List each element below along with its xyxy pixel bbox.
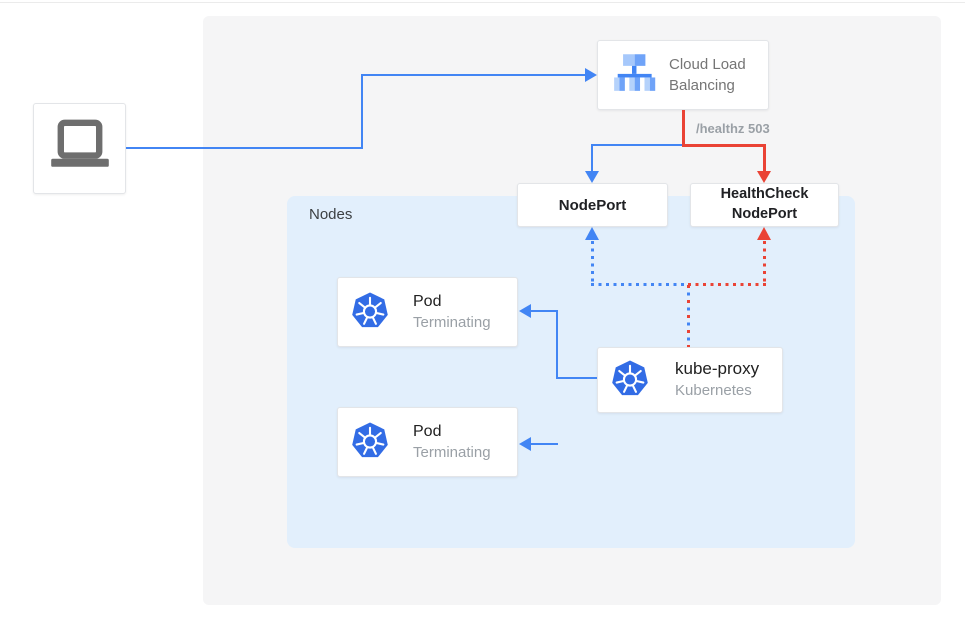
- pod-node-1: Pod Terminating: [337, 277, 518, 347]
- pod-status: Terminating: [413, 443, 491, 461]
- edge-dotted-blue-v: [591, 241, 594, 285]
- kubernetes-icon: [611, 359, 649, 402]
- kubernetes-icon: [351, 421, 389, 464]
- pod-node-2: Pod Terminating: [337, 407, 518, 477]
- page-top-border: [0, 2, 965, 3]
- laptop-icon: [48, 117, 112, 180]
- edge-junction-to-nodeport-h: [591, 144, 683, 146]
- arrowhead-into-nodeport-top: [585, 171, 599, 183]
- kubernetes-icon: [351, 291, 389, 334]
- edge-junction-to-healthcheck-h: [682, 144, 766, 147]
- edge-kubeproxy-pods-v: [556, 310, 558, 379]
- edge-junction-to-healthcheck-v: [763, 144, 766, 171]
- cloud-load-balancing-node: Cloud Load Balancing: [597, 40, 769, 110]
- edge-dotted-red-h: [688, 283, 766, 286]
- edge-junction-to-nodeport-v: [591, 144, 593, 171]
- edge-dotted-red-v: [763, 241, 766, 285]
- arrowhead-into-healthcheck-top: [757, 171, 771, 183]
- edge-to-pod1-h: [531, 310, 558, 312]
- cloud-load-balancing-label: Cloud Load Balancing: [669, 56, 746, 94]
- kube-proxy-title: kube-proxy: [675, 359, 760, 379]
- arrowhead-into-nodeport-bottom: [585, 227, 599, 240]
- edge-client-to-clb-h1: [126, 147, 363, 149]
- load-balancer-icon: [607, 48, 657, 103]
- pod-status: Terminating: [413, 313, 491, 331]
- nodeport-node: NodePort: [517, 183, 668, 227]
- arrowhead-into-healthcheck-bottom: [757, 227, 771, 240]
- kube-proxy-node: kube-proxy Kubernetes: [597, 347, 783, 413]
- pod-title: Pod: [413, 293, 442, 311]
- edge-kubeproxy-out-h: [556, 377, 597, 379]
- nodes-group-label: Nodes: [309, 206, 353, 223]
- kube-proxy-subtitle: Kubernetes: [675, 382, 752, 400]
- edge-client-to-clb-v: [361, 75, 363, 149]
- edge-dotted-blue-h: [591, 283, 688, 286]
- edge-client-to-clb-h2: [361, 74, 585, 76]
- client-node: [33, 103, 126, 194]
- pod-title: Pod: [413, 423, 442, 441]
- edge-clb-healthcheck-v: [682, 110, 685, 146]
- arrowhead-into-pod2: [519, 437, 531, 451]
- healthz-status-label: /healthz 503: [696, 121, 770, 136]
- healthcheck-nodeport-node: HealthCheck NodePort: [690, 183, 839, 227]
- edge-kubeproxy-programming-v: [687, 285, 690, 347]
- edge-to-pod2-h: [531, 443, 558, 445]
- arrowhead-into-pod1: [519, 304, 531, 318]
- arrowhead-into-clb: [585, 68, 597, 82]
